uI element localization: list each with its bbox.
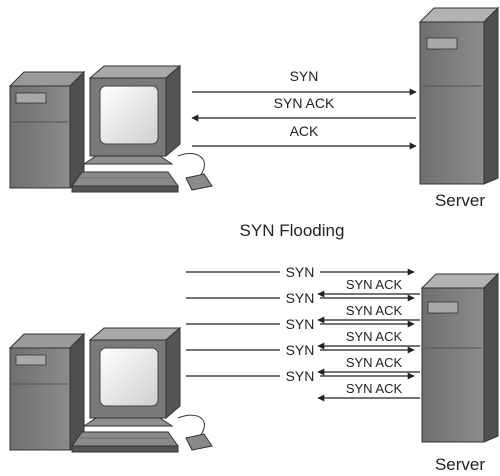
syn-ack-label-3: SYN ACK [346,329,403,344]
syn-label-2: SYN [286,290,315,306]
server-tower-icon [420,272,500,443]
server-tower-icon [418,6,500,185]
syn-flooding-title: SYN Flooding [240,221,345,240]
client-monitor-icon [82,326,182,427]
server-tower-top: Server [418,6,500,210]
syn-ack-label-2: SYN ACK [346,303,403,318]
syn-ack-label-5: SYN ACK [346,381,403,396]
syn-label-4: SYN [286,342,315,358]
server-label-bottom: Server [435,455,485,474]
syn-label-1: SYN [286,264,315,280]
syn-label-3: SYN [286,316,315,332]
client-workstation-bottom [8,326,213,453]
server-tower-bottom: Server [420,272,500,474]
client-keyboard-icon [71,171,179,193]
client-keyboard-icon [71,431,179,453]
client-workstation-top [8,64,213,193]
client-mouse-icon [177,153,213,191]
client-monitor-icon [82,64,182,165]
syn-label-5: SYN [286,368,315,384]
ack-label: ACK [290,123,319,139]
syn-label: SYN [290,68,319,84]
syn-ack-label: SYN ACK [274,95,335,111]
flood-messages: SYN SYN ACK SYN SYN ACK SYN SYN ACK SYN SYN ACK… [186,264,420,402]
client-tower-icon [8,332,86,451]
client-mouse-icon [177,414,213,451]
server-label-top: Server [435,191,485,210]
client-tower-icon [8,70,86,189]
syn-ack-label-4: SYN ACK [346,355,403,370]
handshake-messages: SYN SYN ACK ACK [191,68,417,150]
syn-ack-label-1: SYN ACK [346,277,403,292]
